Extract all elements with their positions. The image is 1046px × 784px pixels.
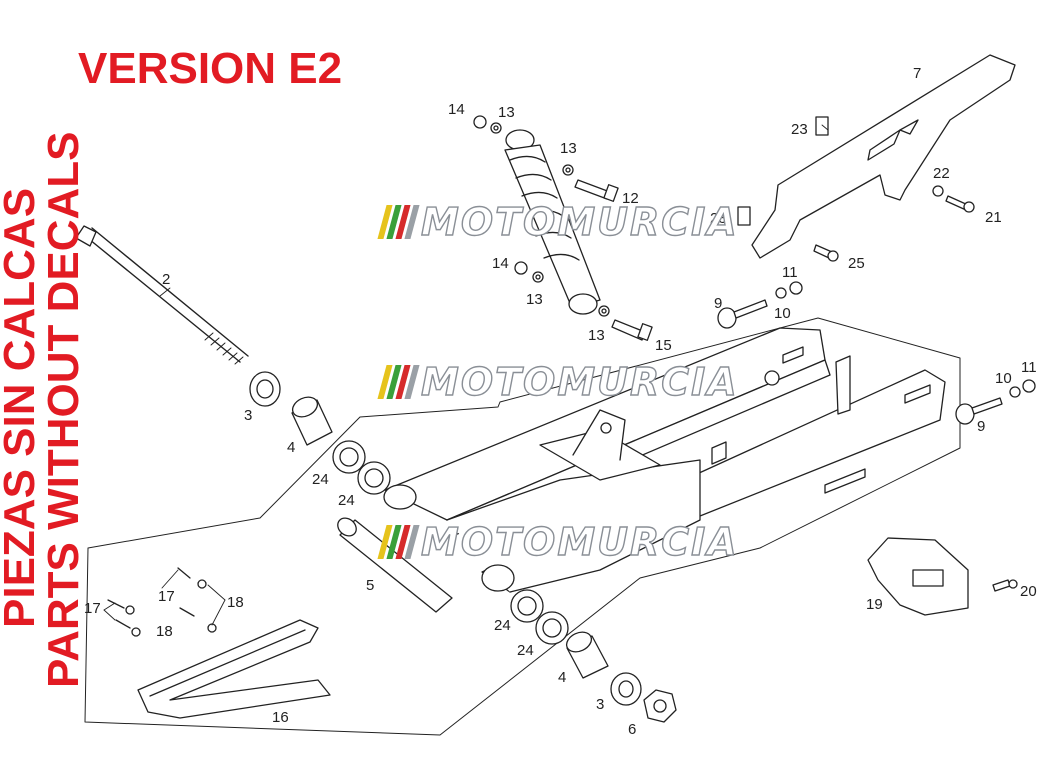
callout-25: 25 — [848, 255, 865, 272]
callout-5: 5 — [366, 577, 374, 594]
version-title: VERSION E2 — [78, 44, 343, 93]
callout-14: 14 — [448, 101, 465, 118]
bolt-9-top — [717, 299, 768, 329]
clip-23-b — [737, 206, 751, 226]
callout-13: 13 — [526, 291, 543, 308]
clip-23-a — [815, 116, 829, 136]
swingarm — [383, 327, 946, 593]
nut-6 — [643, 689, 677, 723]
chain-guard-7 — [751, 54, 1016, 259]
watermark-stripes-icon — [377, 365, 420, 399]
callout-7: 7 — [913, 65, 921, 82]
callout-18: 18 — [227, 594, 244, 611]
axle-shaft — [75, 225, 249, 365]
vertical-title-spanish: PIEZAS SIN CALCAS — [0, 187, 44, 628]
vertical-title-english: PARTS WITHOUT DECALS — [39, 131, 88, 689]
washer-3-lower — [610, 672, 642, 706]
callout-23: 23 — [710, 210, 727, 227]
callout-9: 9 — [714, 295, 722, 312]
bearing-24-top — [332, 440, 391, 495]
screws-17 — [107, 567, 195, 629]
callout-24: 24 — [312, 471, 329, 488]
callout-4: 4 — [558, 669, 566, 686]
callout-17: 17 — [158, 588, 175, 605]
callout-10: 10 — [774, 305, 791, 322]
callout-19: 19 — [866, 596, 883, 613]
watermark-stripes-icon — [377, 525, 420, 559]
watermark-text: MOTOMURCIA — [420, 199, 739, 244]
watermark-stripes-icon — [377, 205, 420, 239]
callout-labels: 2 3 4 5 24 24 24 24 4 3 6 14 13 13 12 14… — [84, 65, 1037, 738]
callout-2: 2 — [162, 271, 170, 288]
screw-20 — [992, 579, 1011, 592]
callout-11: 11 — [782, 264, 798, 281]
watermark-text: MOTOMURCIA — [420, 519, 739, 564]
chain-tensioner-19 — [867, 537, 969, 616]
callout-15: 15 — [655, 337, 672, 354]
bolt-9-right — [955, 397, 1003, 425]
callout-9: 9 — [977, 418, 985, 435]
callout-6: 6 — [628, 721, 636, 738]
watermark: MOTOMURCIA — [377, 359, 739, 405]
callout-23: 23 — [791, 121, 808, 138]
callout-13: 13 — [588, 327, 605, 344]
chain-slider-16 — [137, 619, 331, 719]
bearing-24-lower — [510, 589, 569, 645]
callout-24: 24 — [517, 642, 534, 659]
callout-20: 20 — [1020, 583, 1037, 600]
callout-24: 24 — [338, 492, 355, 509]
washers-18 — [125, 579, 217, 637]
bolt-12 — [574, 179, 619, 202]
washer-3-top — [249, 371, 281, 407]
bolt-15 — [611, 319, 653, 341]
shock-absorber — [504, 129, 601, 315]
callout-22: 22 — [933, 165, 950, 182]
callout-18: 18 — [156, 623, 173, 640]
pivot-tube-5 — [337, 517, 453, 613]
watermark: MOTOMURCIA — [377, 199, 739, 245]
callout-14: 14 — [492, 255, 509, 272]
watermark: MOTOMURCIA — [377, 519, 739, 565]
callout-12: 12 — [622, 190, 639, 207]
assembly-outline — [84, 317, 961, 736]
callout-11: 11 — [1021, 359, 1037, 376]
callout-10: 10 — [995, 370, 1012, 387]
callout-3: 3 — [596, 696, 604, 713]
bushing-4-top — [291, 396, 333, 446]
watermark-text: MOTOMURCIA — [420, 359, 739, 404]
callout-13: 13 — [498, 104, 515, 121]
callout-21: 21 — [985, 209, 1002, 226]
callout-13: 13 — [560, 140, 577, 157]
callout-24: 24 — [494, 617, 511, 634]
callout-17: 17 — [84, 600, 101, 617]
bushing-4-lower — [565, 631, 609, 679]
callout-16: 16 — [272, 709, 289, 726]
callout-4: 4 — [287, 439, 295, 456]
callout-3: 3 — [244, 407, 252, 424]
